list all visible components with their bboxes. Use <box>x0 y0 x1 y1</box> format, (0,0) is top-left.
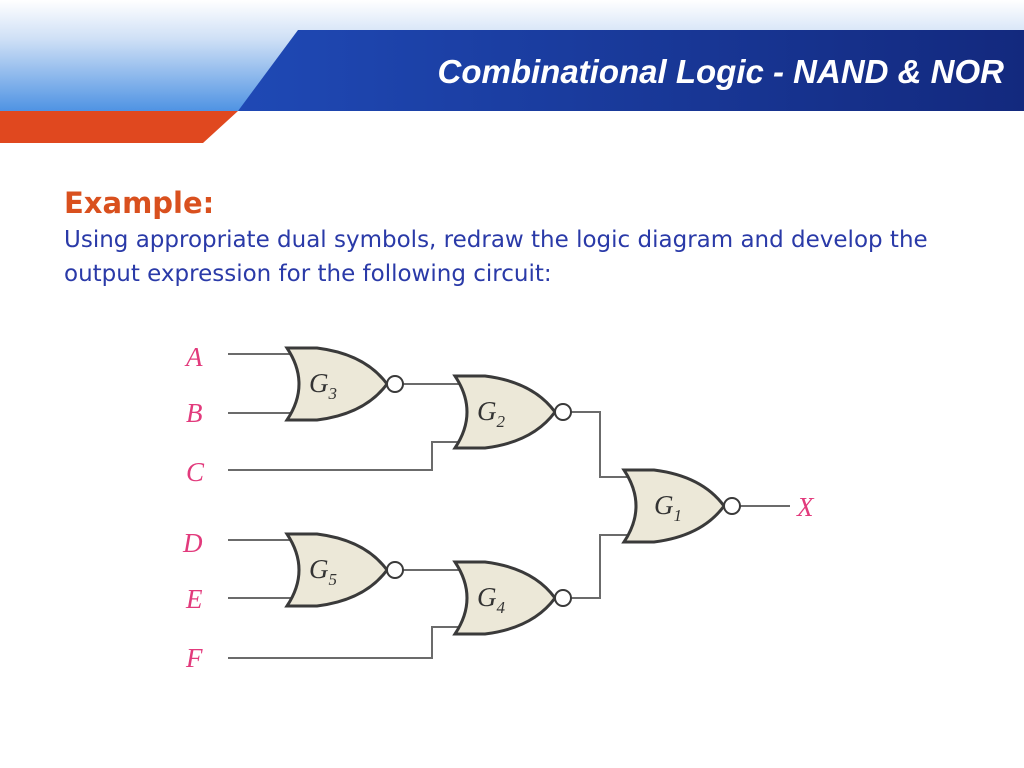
gate-subscript: 2 <box>497 412 506 431</box>
header-banner <box>0 0 1024 143</box>
gate-label: G <box>477 396 497 426</box>
inverter-bubble <box>554 403 572 421</box>
nor-gate-body <box>284 346 389 422</box>
inverter-bubble <box>386 375 404 393</box>
nor-gate-body <box>452 374 557 450</box>
output-label-x: X <box>796 492 815 522</box>
svg-text:G4: G4 <box>477 582 506 617</box>
example-heading: Example: <box>64 186 215 220</box>
nor-gate-body <box>452 560 557 636</box>
gate-label: G <box>654 490 674 520</box>
svg-text:G1: G1 <box>654 490 682 525</box>
gate-subscript: 3 <box>328 384 338 403</box>
inverter-bubble <box>723 497 741 515</box>
header-orange-band <box>0 111 238 143</box>
inverter-bubble <box>386 561 404 579</box>
gate-label: G <box>477 582 497 612</box>
wire-input-c <box>228 441 462 471</box>
gate-g4: G4 <box>452 560 572 636</box>
example-text-block: Example: Using appropriate dual symbols,… <box>64 185 984 291</box>
input-label-e: E <box>185 584 203 614</box>
gate-subscript: 5 <box>329 570 338 589</box>
gate-label: G <box>309 554 329 584</box>
svg-text:G3: G3 <box>309 368 337 403</box>
input-label-b: B <box>186 398 203 428</box>
wire-input-f <box>228 626 462 659</box>
example-description: Using appropriate dual symbols, redraw t… <box>64 227 928 287</box>
circuit-wires <box>228 353 790 659</box>
input-label-d: D <box>182 528 203 558</box>
nor-gate-body <box>284 532 389 608</box>
wire-g4-to-g1 <box>571 534 629 599</box>
gate-g3: G3 <box>284 346 404 422</box>
gate-subscript: 4 <box>497 598 506 617</box>
inverter-bubble <box>554 589 572 607</box>
gate-g2: G2 <box>452 374 572 450</box>
nor-gate-body <box>621 468 726 544</box>
svg-text:G2: G2 <box>477 396 506 431</box>
input-label-a: A <box>184 342 203 372</box>
signal-labels: A B C D E F X <box>182 342 815 673</box>
slide-title: Combinational Logic - NAND & NOR <box>437 53 1004 90</box>
svg-text:G5: G5 <box>309 554 337 589</box>
gate-label: G <box>309 368 329 398</box>
header-dark-band <box>238 30 1024 111</box>
gate-g5: G5 <box>284 532 404 608</box>
input-label-c: C <box>186 457 205 487</box>
wire-g2-to-g1 <box>571 411 629 478</box>
gate-subscript: 1 <box>674 506 683 525</box>
gate-g1: G1 <box>621 468 741 544</box>
input-label-f: F <box>185 643 203 673</box>
